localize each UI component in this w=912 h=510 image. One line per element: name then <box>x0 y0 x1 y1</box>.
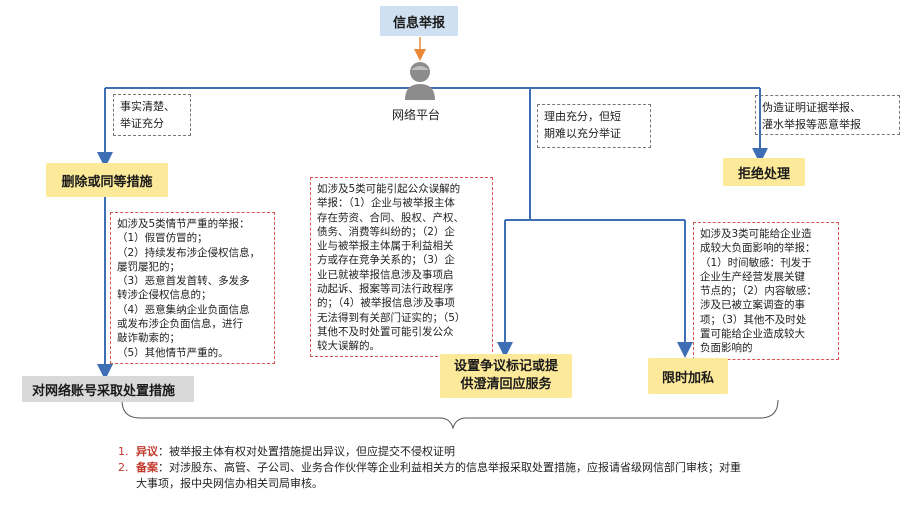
footnote-key: 备案 <box>136 461 158 474</box>
condition-right-line: 伪造证明证据举报、 <box>762 101 861 114</box>
severe-line: 如涉及5类情节严重的举报： <box>117 218 250 230</box>
impact-line: 企业生产经营发展关键 <box>700 270 805 283</box>
footnote-key: 异议 <box>136 445 158 458</box>
footnote-1: 1. 异议：被举报主体有权对处置措施提出异议，但应提交不侵权证明 <box>118 444 898 460</box>
impact-cases-box: 如涉及3类可能给企业造 成较大负面影响的举报： （1）时间敏感：刊发于 企业生产… <box>693 222 839 360</box>
expedite-label: 限时加私 <box>661 370 714 386</box>
expedite-box: 限时加私 <box>648 358 728 394</box>
report-label: 信息举报 <box>392 15 445 31</box>
account-measures-box: 对网络账号采取处置措施 <box>22 376 194 402</box>
dispute-box: 设置争议标记或提 供澄清回应服务 <box>440 354 572 398</box>
severe-line: （1）假冒仿冒的； <box>117 232 208 245</box>
footnote-number <box>118 476 136 492</box>
misunderstanding-line: 方或存在竞争关系的；（3）企 <box>317 254 455 267</box>
severe-line: 转涉企侵权信息的； <box>117 289 212 302</box>
condition-middle-line: 理由充分，但短 <box>544 110 621 123</box>
misunderstanding-line: 无法得到有关部门证实的；（5） <box>317 311 466 324</box>
severe-line: （3）恶意首发首转、多发多 <box>117 275 250 288</box>
impact-line: （1）时间敏感：刊发于 <box>700 256 812 269</box>
misunderstanding-line: 业与被举报主体属于利益相关 <box>317 240 454 253</box>
delete-box: 删除或同等措施 <box>46 163 168 197</box>
impact-line: 如涉及3类可能给企业造 <box>700 228 812 240</box>
footnotes: 1. 异议：被举报主体有权对处置措施提出异议，但应提交不侵权证明 2. 备案：对… <box>118 444 898 492</box>
misunderstanding-line: 举报：（1）企业与被举报主体 <box>317 197 455 210</box>
footnote-2: 2. 备案：对涉股东、高管、子公司、业务合作伙伴等企业利益相关方的信息举报采取处… <box>118 460 898 476</box>
reject-box: 拒绝处理 <box>723 158 805 186</box>
delete-label: 删除或同等措施 <box>61 174 153 190</box>
misunderstanding-line: 债务、消费等纠纷的；（2）企 <box>317 225 455 238</box>
condition-right: 伪造证明证据举报、 灌水举报等恶意举报 <box>755 95 900 135</box>
condition-left: 事实清楚、 举证充分 <box>113 94 191 136</box>
severe-line: （4）恶意集纳企业负面信息 <box>117 303 250 316</box>
impact-line: 项；（3）其他不及时处 <box>700 313 807 326</box>
severe-line: （5）其他情节严重的。 <box>117 346 229 359</box>
impact-line: 置可能给企业造成较大 <box>700 328 805 341</box>
misunderstanding-line: 的；（4）被举报信息涉及事项 <box>317 297 455 310</box>
severe-line: 敲诈勒索的； <box>117 332 180 345</box>
account-measures-label: 对网络账号采取处置措施 <box>32 383 176 399</box>
impact-line: 节点的；（2）内容敏感： <box>700 285 817 298</box>
severe-line: （2）持续发布涉企侵权信息， <box>117 246 261 259</box>
impact-line: 涉及已被立案调查的事 <box>700 299 805 312</box>
condition-middle: 理由充分，但短 期难以充分举证 <box>537 104 651 148</box>
impact-line: 成较大负面影响的举报： <box>700 242 816 255</box>
severe-line: 或发布涉企负面信息，进行 <box>117 318 243 331</box>
impact-line: 负面影响的 <box>700 342 753 355</box>
footnote-2-continued: 大事项，报中央网信办相关司局审核。 <box>118 476 898 492</box>
misunderstanding-line: 如涉及5类可能引起公众误解的 <box>317 183 461 195</box>
severe-line: 屡罚屡犯的； <box>117 260 180 273</box>
person-icon <box>402 60 438 100</box>
condition-middle-line: 期难以充分举证 <box>544 127 621 140</box>
footnote-number: 2. <box>118 461 129 474</box>
severe-cases-box: 如涉及5类情节严重的举报： （1）假冒仿冒的； （2）持续发布涉企侵权信息， 屡… <box>110 212 275 364</box>
footnote-text: 大事项，报中央网信办相关司局审核。 <box>136 477 323 490</box>
misunderstanding-line: 业已就被举报信息涉及事项启 <box>317 268 454 281</box>
dispute-label: 设置争议标记或提 <box>453 359 558 374</box>
footnote-number: 1. <box>118 445 129 458</box>
reject-label: 拒绝处理 <box>737 166 790 182</box>
footnote-text: ：对涉股东、高管、子公司、业务合作伙伴等企业利益相关方的信息举报采取处置措施，应… <box>158 461 741 474</box>
report-box: 信息举报 <box>380 6 458 36</box>
misunderstanding-line: 较大误解的。 <box>317 340 380 353</box>
condition-left-line: 举证充分 <box>120 117 164 130</box>
dispute-label: 供澄清回应服务 <box>460 377 552 392</box>
platform-label: 网络平台 <box>392 108 441 122</box>
misunderstanding-line: 存在劳资、合同、股权、产权、 <box>317 211 464 224</box>
condition-left-line: 事实清楚、 <box>120 100 175 113</box>
misunderstanding-cases-box: 如涉及5类可能引起公众误解的 举报：（1）企业与被举报主体 存在劳资、合同、股权… <box>310 177 493 357</box>
footnote-text: ：被举报主体有权对处置措施提出异议，但应提交不侵权证明 <box>158 445 455 458</box>
misunderstanding-line: 动起诉、报案等司法行政程序 <box>317 283 454 296</box>
condition-right-line: 灌水举报等恶意举报 <box>762 118 861 131</box>
misunderstanding-line: 其他不及时处置可能引发公众 <box>317 325 454 338</box>
